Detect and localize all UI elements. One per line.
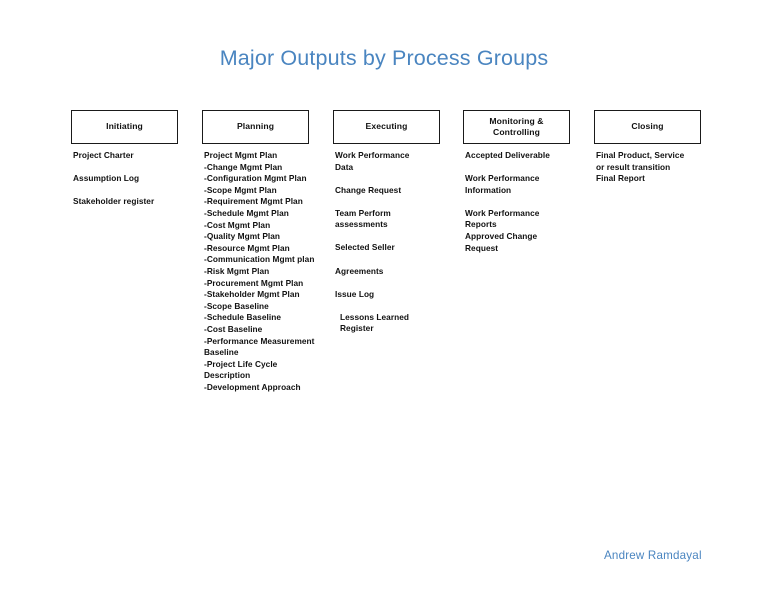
- output-item: -Performance Measurement Baseline: [204, 335, 315, 358]
- output-item: Lessons Learned Register: [340, 311, 409, 334]
- output-item: -Quality Mgmt Plan: [204, 231, 281, 242]
- output-item: -Communication Mgmt plan: [204, 254, 315, 265]
- output-item: Project Mgmt Plan: [204, 150, 278, 160]
- output-item: -Development Approach: [204, 381, 301, 392]
- output-item: Project Charter: [73, 150, 134, 160]
- output-item: Final Product, Service or result transit…: [596, 150, 685, 172]
- output-list-executing: Work Performance Data Change Request Tea…: [335, 150, 453, 346]
- output-item: -Scope Mgmt Plan: [204, 184, 277, 195]
- output-item: -Cost Mgmt Plan: [204, 219, 271, 230]
- process-group-column-closing: Closing Final Product, Service or result…: [594, 110, 701, 183]
- output-item: Agreements: [335, 265, 384, 276]
- output-item: -Resource Mgmt Plan: [204, 242, 290, 253]
- output-item: Stakeholder register: [73, 196, 155, 207]
- output-item: -Risk Mgmt Plan: [204, 265, 270, 276]
- output-item: Work Performance Reports: [465, 207, 540, 230]
- output-item: Issue Log: [335, 288, 375, 299]
- output-list-monitoring-controlling: Accepted Deliverable Work Performance In…: [465, 150, 583, 266]
- process-group-header-closing: Closing: [594, 110, 701, 144]
- output-item: Selected Seller: [335, 242, 395, 253]
- output-item: Approved Change Request: [465, 230, 538, 253]
- output-item: Change Request: [335, 184, 402, 195]
- process-group-column-monitoring-controlling: Monitoring & Controlling Accepted Delive…: [463, 110, 570, 253]
- process-group-header-monitoring-controlling: Monitoring & Controlling: [463, 110, 570, 144]
- output-item: -Schedule Mgmt Plan: [204, 207, 289, 218]
- output-item: Work Performance Information: [465, 173, 540, 195]
- process-group-column-initiating: Initiating Project Charter Assumption Lo…: [71, 110, 178, 206]
- process-group-header-executing: Executing: [333, 110, 440, 144]
- process-group-column-executing: Executing Work Performance Data Change R…: [333, 110, 440, 333]
- output-list-initiating: Project Charter Assumption Log Stakehold…: [73, 150, 191, 219]
- output-item: -Stakeholder Mgmt Plan: [204, 289, 300, 300]
- output-item: -Procurement Mgmt Plan: [204, 277, 304, 288]
- output-item: Work Performance Data: [335, 150, 410, 172]
- output-item: Final Report: [596, 173, 645, 184]
- page-title: Major Outputs by Process Groups: [219, 46, 549, 70]
- process-group-header-planning: Planning: [202, 110, 309, 144]
- process-group-header-initiating: Initiating: [71, 110, 178, 144]
- output-item: -Requirement Mgmt Plan: [204, 196, 303, 207]
- output-item: -Scope Baseline: [204, 300, 269, 311]
- output-item: -Configuration Mgmt Plan: [204, 173, 307, 184]
- output-list-closing: Final Product, Service or result transit…: [596, 150, 714, 196]
- output-item: Assumption Log: [73, 173, 140, 184]
- output-item: -Cost Baseline: [204, 323, 263, 334]
- output-item: -Schedule Baseline: [204, 312, 281, 323]
- output-item: -Change Mgmt Plan: [204, 161, 283, 172]
- output-item: Accepted Deliverable: [465, 150, 550, 160]
- process-group-column-planning: Planning Project Mgmt Plan -Change Mgmt …: [202, 110, 314, 392]
- process-groups-diagram: Initiating Project Charter Assumption Lo…: [71, 110, 702, 440]
- output-list-planning: Project Mgmt Plan -Change Mgmt Plan -Con…: [204, 150, 322, 393]
- output-item: Team Perform assessments: [335, 207, 391, 230]
- author-credit: Andrew Ramdayal: [604, 549, 702, 562]
- output-item: -Project Life Cycle Description: [204, 358, 278, 381]
